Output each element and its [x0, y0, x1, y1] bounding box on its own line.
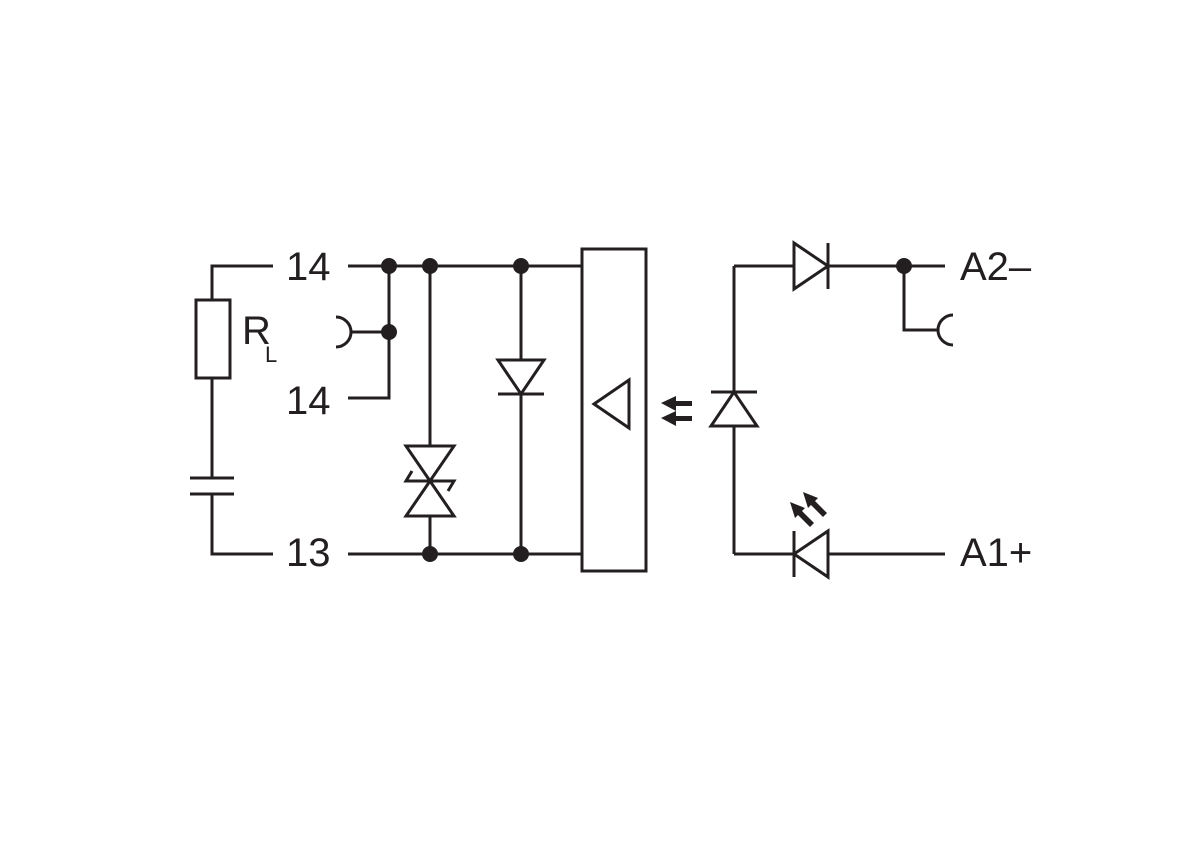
junction-dot: [513, 546, 529, 562]
junction-dot: [422, 546, 438, 562]
load-label-subscript: L: [265, 342, 277, 367]
load-loop: R L: [190, 264, 277, 556]
load-wire-top: [210, 264, 273, 300]
bridge-wire: [348, 266, 391, 400]
tvs-triangle-upper: [403, 444, 457, 484]
tvs-bar: [403, 470, 457, 492]
light-arrow-icon: [661, 411, 692, 426]
load-wire-bottom: [210, 494, 273, 556]
terminal-14-bottom: 14: [286, 379, 331, 423]
load-resistor: [194, 298, 232, 380]
junction-dot: [381, 324, 397, 340]
tvs-triangle-lower: [403, 478, 457, 518]
junction-dot: [513, 258, 529, 274]
terminal-a1: A1+: [960, 531, 1032, 575]
socket-arc-right: [936, 313, 954, 347]
led-triangle: [791, 528, 830, 580]
led-emission-icon: [790, 502, 814, 527]
amplifier-triangle-icon: [591, 377, 631, 431]
protection-diode-triangle: [792, 240, 831, 292]
terminal-13: 13: [286, 531, 331, 575]
junction-dot: [381, 258, 397, 274]
photodiode-triangle: [708, 389, 760, 428]
input-side: A2– A1+: [708, 240, 1032, 580]
diode-triangle: [495, 358, 547, 397]
terminal-14-top: 14: [286, 245, 331, 289]
amplifier-block: [580, 247, 648, 573]
load-label: R: [242, 309, 271, 353]
output-side: 14 14 13: [286, 245, 648, 575]
terminal-a2: A2–: [960, 245, 1032, 289]
socket-arc-left: [335, 315, 353, 349]
a2-bridge-wire: [902, 266, 938, 332]
junction-dot: [422, 258, 438, 274]
junction-dot: [896, 258, 912, 274]
light-arrow-icon: [661, 396, 692, 411]
optocoupler-arrows: [661, 396, 692, 426]
led-emission-icon: [803, 492, 827, 517]
